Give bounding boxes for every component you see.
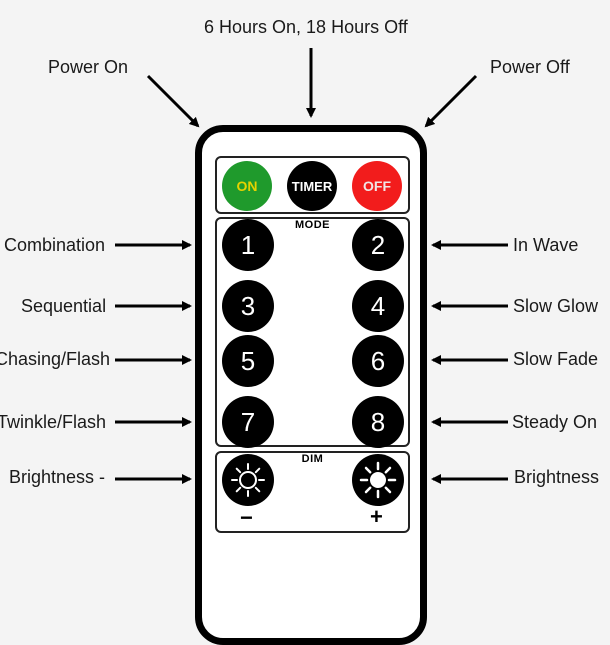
off-button[interactable]: OFF: [352, 161, 402, 211]
dim-plus-sign: +: [370, 504, 383, 529]
label-timer: 6 Hours On, 18 Hours Off: [204, 17, 408, 37]
mode-title: MODE: [295, 219, 330, 231]
sun-filled-icon: [359, 461, 397, 499]
mode-button-2[interactable]: 2: [352, 219, 404, 271]
label-in-wave: In Wave: [513, 235, 579, 255]
dim-title: DIM: [301, 453, 324, 465]
label-chasing-flash: Chasing/Flash: [0, 349, 111, 369]
label-power-on: Power On: [48, 57, 129, 77]
arrow-power-on: [146, 74, 200, 128]
label-power-off: Power Off: [490, 57, 570, 77]
dim-minus-sign: −: [240, 505, 253, 530]
label-slow-fade: Slow Fade: [513, 349, 599, 369]
label-brightness-minus: Brightness -: [9, 467, 106, 487]
callout-arrows: [115, 48, 508, 484]
label-twinkle-flash: Twinkle/Flash: [0, 412, 107, 432]
mode-button-4[interactable]: 4: [352, 280, 404, 332]
label-sequential: Sequential: [21, 296, 107, 316]
mode-button-7[interactable]: 7: [222, 396, 274, 448]
mode-button-5[interactable]: 5: [222, 335, 274, 387]
label-brightness-plus: Brightness: [514, 467, 600, 487]
dim-up-button[interactable]: [352, 454, 404, 506]
mode-button-3[interactable]: 3: [222, 280, 274, 332]
sun-outline-icon: [231, 463, 265, 497]
label-combination: Combination: [4, 235, 106, 255]
mode-button-6[interactable]: 6: [352, 335, 404, 387]
arrow-power-off: [424, 74, 478, 128]
on-button[interactable]: ON: [222, 161, 272, 211]
mode-button-8[interactable]: 8: [352, 396, 404, 448]
label-slow-glow: Slow Glow: [513, 296, 599, 316]
timer-button[interactable]: TIMER: [287, 161, 337, 211]
label-steady-on: Steady On: [512, 412, 598, 432]
dim-down-button[interactable]: [222, 454, 274, 506]
mode-button-1[interactable]: 1: [222, 219, 274, 271]
